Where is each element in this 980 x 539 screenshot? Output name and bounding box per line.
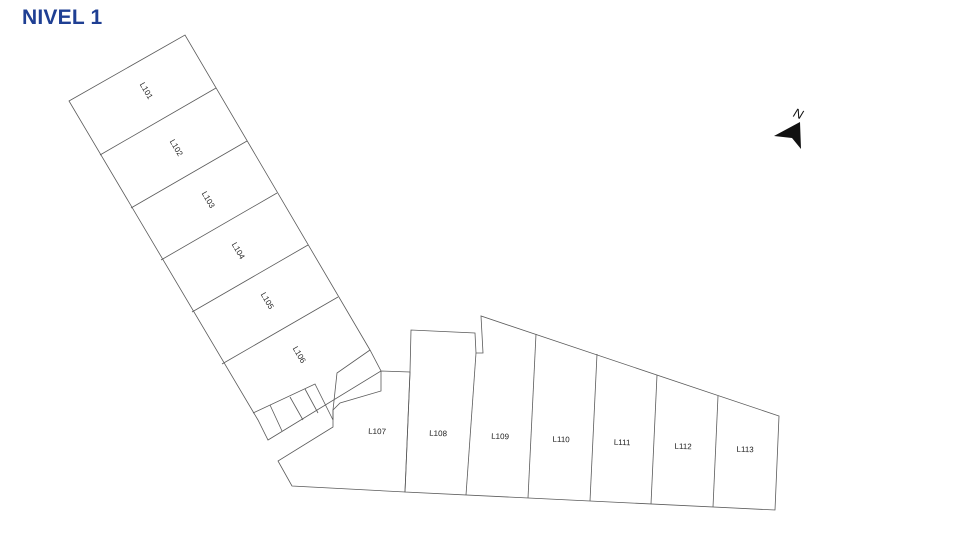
divider-103-104 <box>160 192 278 261</box>
divider-102-103 <box>130 140 248 209</box>
service-divider-2 <box>289 396 304 421</box>
divider-104-105 <box>191 244 309 313</box>
lot-label: L104 <box>230 241 247 261</box>
lot-labels: L101 L102 L103 L104 L105 L106 L107 L108 … <box>138 81 755 455</box>
south-row <box>404 315 780 511</box>
lot-label: L113 <box>736 445 754 455</box>
north-arrow: N <box>774 105 806 149</box>
lot-label: L102 <box>168 138 185 158</box>
service-room-outline <box>252 349 371 421</box>
lot-label: L107 <box>368 427 387 437</box>
north-arrow-icon <box>774 122 801 149</box>
north-label: N <box>791 105 806 123</box>
divider-108-109 <box>465 352 477 496</box>
divider-109-110 <box>527 333 537 499</box>
divider-105-106 <box>221 296 339 365</box>
connector-block <box>277 370 411 493</box>
divider-110-111 <box>589 353 598 502</box>
service-divider-1 <box>269 404 283 432</box>
south-row-outline <box>404 315 780 511</box>
lot-label: L109 <box>491 432 510 442</box>
west-wing <box>68 34 382 441</box>
divider-111-112 <box>650 374 658 505</box>
service-divider-3 <box>304 388 319 414</box>
lot-label: L101 <box>138 81 155 101</box>
lot-label: L108 <box>429 429 448 439</box>
divider-112-113 <box>712 395 719 508</box>
lot-label: L112 <box>674 442 692 452</box>
lot-label: L106 <box>291 345 308 365</box>
lot-label: L103 <box>200 190 217 210</box>
lot-l107-outline <box>277 370 411 493</box>
lot-label: L111 <box>614 438 631 448</box>
divider-101-102 <box>99 87 217 156</box>
lot-label: L110 <box>552 435 570 445</box>
page-title: NIVEL 1 <box>22 6 103 29</box>
west-wing-outline <box>68 34 382 441</box>
lot-label: L105 <box>259 291 276 311</box>
